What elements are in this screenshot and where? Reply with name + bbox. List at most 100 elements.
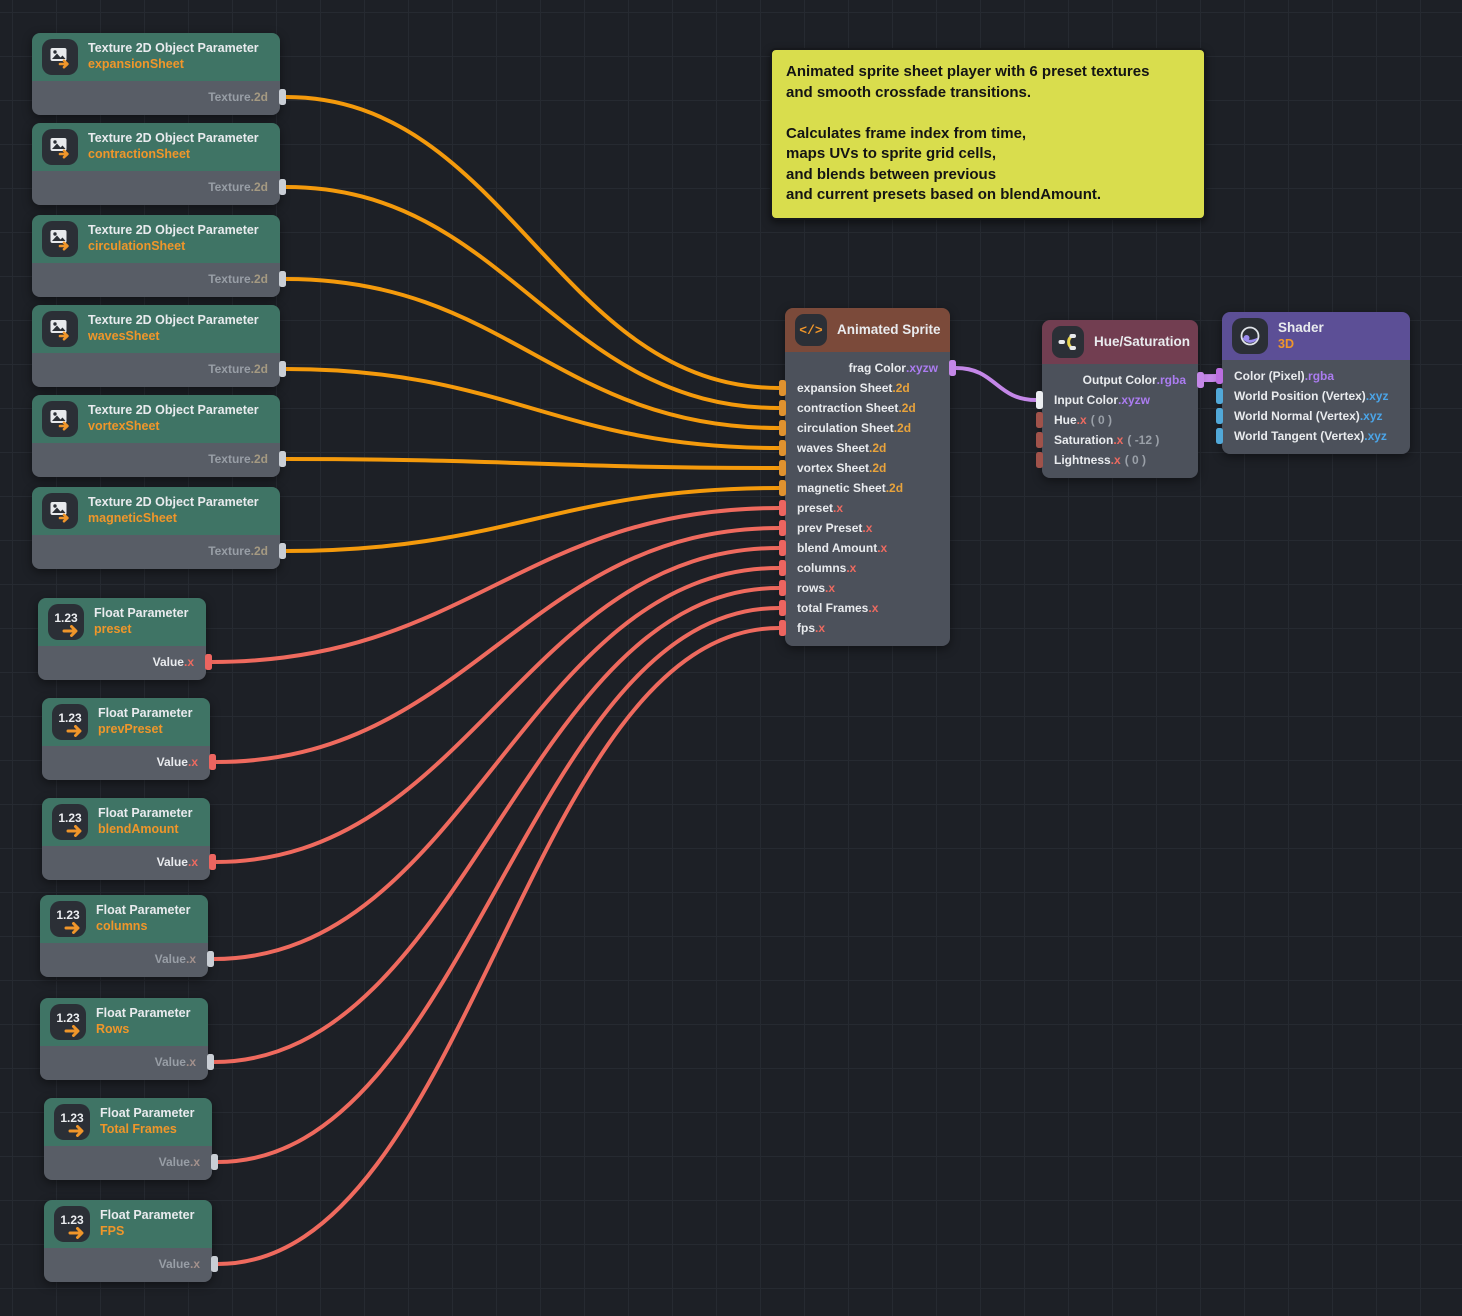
value-output-port[interactable]: [207, 951, 214, 967]
texture-2d-icon: [42, 129, 78, 165]
float-param-node-preset[interactable]: 1.23 Float Parameter preset Value.x: [38, 598, 206, 680]
node-subtitle: vortexSheet: [88, 419, 259, 435]
input-port[interactable]: [779, 500, 786, 516]
comment-note[interactable]: Animated sprite sheet player with 6 pres…: [770, 48, 1206, 220]
float-param-node-Rows[interactable]: 1.23 Float Parameter Rows Value.x: [40, 998, 208, 1080]
input-port-row: Input Color.xyzw: [1042, 390, 1198, 410]
shader-output-node[interactable]: Shader 3D Color (Pixel).rgba World Posit…: [1222, 312, 1410, 454]
input-port-row: Saturation.x( -12 ): [1042, 430, 1198, 450]
texture-param-node-contractionSheet[interactable]: Texture 2D Object Parameter contractionS…: [32, 123, 280, 205]
value-output-port[interactable]: [209, 854, 216, 870]
node-header: Texture 2D Object Parameter circulationS…: [32, 215, 280, 263]
float-param-node-blendAmount[interactable]: 1.23 Float Parameter blendAmount Value.x: [42, 798, 210, 880]
input-port-row: columns.x: [785, 558, 950, 578]
wire[interactable]: [286, 488, 779, 551]
port-label: Output Color: [1083, 373, 1157, 387]
node-title: Texture 2D Object Parameter: [88, 403, 259, 419]
saturation-port[interactable]: [1036, 432, 1043, 448]
texture-output-port[interactable]: [279, 179, 286, 195]
input-port-row: Lightness.x( 0 ): [1042, 450, 1198, 470]
value-output-port[interactable]: [211, 1256, 218, 1272]
wire[interactable]: [956, 368, 1036, 400]
value-output-port[interactable]: [211, 1154, 218, 1170]
texture-param-node-circulationSheet[interactable]: Texture 2D Object Parameter circulationS…: [32, 215, 280, 297]
port-suffix: .x: [190, 1257, 200, 1271]
node-header: 1.23 Float Parameter blendAmount: [42, 798, 210, 846]
output-port-row: Texture.2d: [32, 179, 280, 195]
wire[interactable]: [286, 279, 779, 428]
input-port[interactable]: [779, 380, 786, 396]
input-port[interactable]: [779, 580, 786, 596]
texture-output-port[interactable]: [279, 543, 286, 559]
input-color-port[interactable]: [1036, 391, 1043, 409]
float-param-node-TotalFrames[interactable]: 1.23 Float Parameter Total Frames Value.…: [44, 1098, 212, 1180]
input-port[interactable]: [779, 620, 786, 636]
float-param-node-columns[interactable]: 1.23 Float Parameter columns Value.x: [40, 895, 208, 977]
port-label: Texture: [208, 272, 250, 286]
node-subtitle: expansionSheet: [88, 57, 259, 73]
wire[interactable]: [218, 608, 779, 1162]
wire[interactable]: [218, 628, 779, 1264]
wire[interactable]: [286, 97, 779, 388]
float-param-node-FPS[interactable]: 1.23 Float Parameter FPS Value.x: [44, 1200, 212, 1282]
output-color-port[interactable]: [1197, 372, 1204, 388]
port-label: Texture: [208, 180, 250, 194]
input-port[interactable]: [779, 600, 786, 616]
texture-output-port[interactable]: [279, 451, 286, 467]
wire[interactable]: [1203, 376, 1217, 380]
input-port[interactable]: [779, 480, 786, 496]
wire[interactable]: [286, 459, 779, 468]
node-subtitle: contractionSheet: [88, 147, 259, 163]
output-port-row: Value.x: [38, 654, 206, 670]
value-output-port[interactable]: [209, 754, 216, 770]
world-tangent-port[interactable]: [1216, 428, 1223, 444]
float-param-node-prevPreset[interactable]: 1.23 Float Parameter prevPreset Value.x: [42, 698, 210, 780]
node-header: Texture 2D Object Parameter magneticShee…: [32, 487, 280, 535]
texture-2d-icon: [42, 493, 78, 529]
input-port-row: total Frames.x: [785, 598, 950, 618]
texture-param-node-wavesSheet[interactable]: Texture 2D Object Parameter wavesSheet T…: [32, 305, 280, 387]
output-port-row: Texture.2d: [32, 271, 280, 287]
texture-param-node-vortexSheet[interactable]: Texture 2D Object Parameter vortexSheet …: [32, 395, 280, 477]
node-title: Animated Sprite: [837, 322, 941, 339]
output-port-row: Texture.2d: [32, 451, 280, 467]
input-port[interactable]: [779, 460, 786, 476]
wire[interactable]: [286, 369, 779, 448]
texture-2d-icon: [42, 221, 78, 257]
world-normal-port[interactable]: [1216, 408, 1223, 424]
input-port[interactable]: [779, 540, 786, 556]
texture-param-node-magneticSheet[interactable]: Texture 2D Object Parameter magneticShee…: [32, 487, 280, 569]
hue-port[interactable]: [1036, 412, 1043, 428]
world-position-port[interactable]: [1216, 388, 1223, 404]
texture-output-port[interactable]: [279, 361, 286, 377]
input-port[interactable]: [779, 560, 786, 576]
float-icon-label: 1.23: [60, 1213, 83, 1227]
node-title: Float Parameter: [100, 1208, 194, 1224]
frag-color-output-port[interactable]: [949, 360, 956, 376]
wire[interactable]: [214, 588, 779, 1062]
input-port[interactable]: [779, 400, 786, 416]
port-suffix: .2d: [251, 544, 268, 558]
value-output-port[interactable]: [207, 1054, 214, 1070]
node-header: Texture 2D Object Parameter expansionShe…: [32, 33, 280, 81]
texture-output-port[interactable]: [279, 271, 286, 287]
input-port[interactable]: [779, 420, 786, 436]
texture-2d-icon: [42, 311, 78, 347]
hue-saturation-node[interactable]: Hue/Saturation Output Color.rgba Input C…: [1042, 320, 1198, 478]
texture-param-node-expansionSheet[interactable]: Texture 2D Object Parameter expansionShe…: [32, 33, 280, 115]
value-output-port[interactable]: [205, 654, 212, 670]
node-subtitle: columns: [96, 919, 190, 935]
animated-sprite-node[interactable]: </> Animated Sprite frag Color.xyzw expa…: [785, 308, 950, 646]
subgraph-icon: [1052, 326, 1084, 358]
color-pixel-port[interactable]: [1216, 368, 1223, 384]
input-port[interactable]: [779, 520, 786, 536]
input-port[interactable]: [779, 440, 786, 456]
node-title: Shader: [1278, 320, 1324, 337]
lightness-port[interactable]: [1036, 452, 1043, 468]
port-label: Texture: [208, 452, 250, 466]
output-port-row: Value.x: [42, 754, 210, 770]
wire[interactable]: [214, 568, 779, 959]
wire[interactable]: [216, 548, 779, 862]
texture-output-port[interactable]: [279, 89, 286, 105]
